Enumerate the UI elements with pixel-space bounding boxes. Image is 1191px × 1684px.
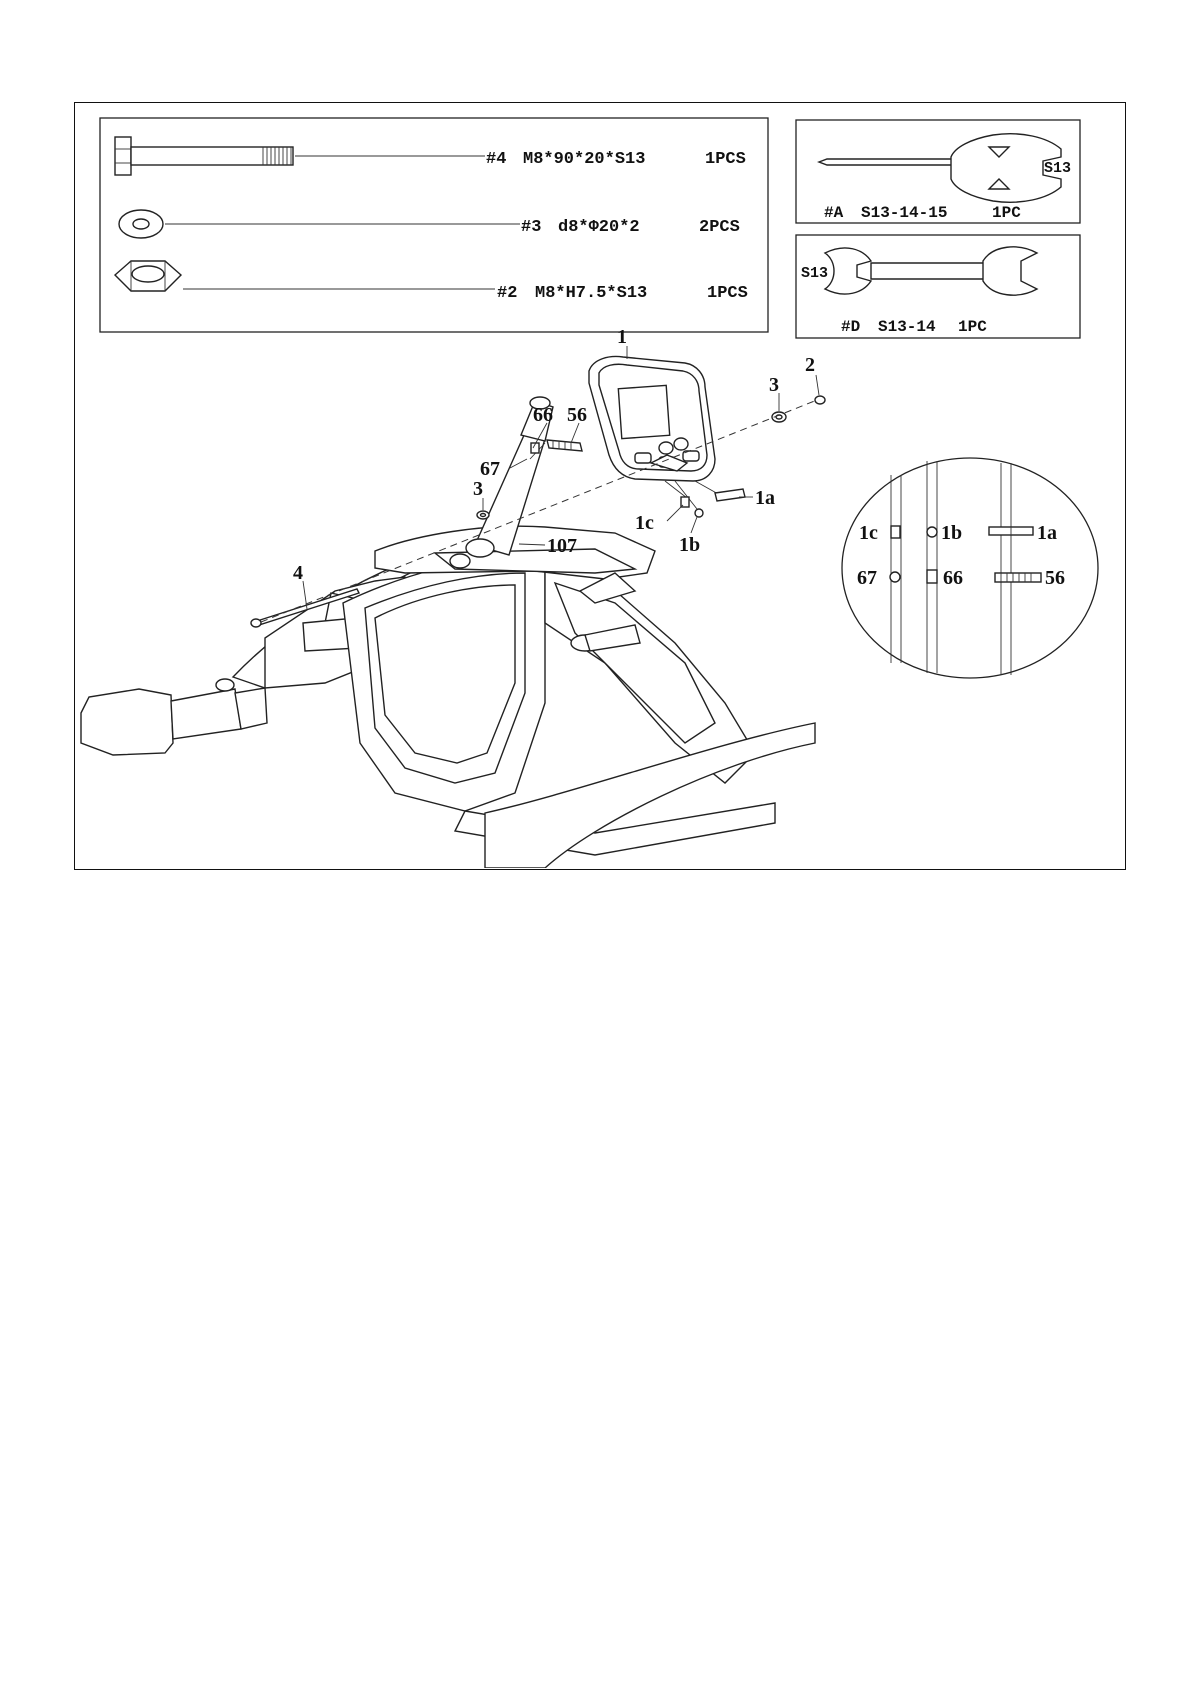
tool-d-mark: S13	[801, 265, 828, 282]
callout-56: 56	[567, 404, 587, 426]
tool-a-spec: S13-14-15	[861, 204, 947, 222]
detail-label-1c: 1c	[859, 522, 878, 544]
hex-bolt-icon	[115, 137, 293, 175]
assembly-diagram: #4 M8*90*20*S13 1PCS #3 d8*Φ20*2 2PCS #2…	[75, 103, 1124, 868]
tool-d-spec: S13-14	[878, 318, 936, 336]
console-monitor-1	[589, 357, 715, 481]
callout-1: 1	[617, 326, 627, 348]
callout-1c: 1c	[635, 512, 654, 534]
bolt-qty: 1PCS	[705, 150, 746, 169]
tool-d-qty: 1PC	[958, 318, 987, 336]
bolt-id: #4	[486, 150, 506, 169]
washer-id: #3	[521, 218, 541, 237]
washer-icon	[119, 210, 163, 238]
bolt-spec: M8*90*20*S13	[523, 150, 645, 169]
assembly-diagram-frame: #4 M8*90*20*S13 1PCS #3 d8*Φ20*2 2PCS #2…	[74, 102, 1126, 870]
callout-3-left: 3	[473, 478, 483, 500]
detail-label-1b: 1b	[941, 522, 962, 544]
multi-wrench-screwdriver-icon	[819, 134, 1061, 202]
tool-d-id: #D	[841, 318, 860, 336]
callout-1b: 1b	[679, 534, 700, 556]
detail-label-66: 66	[943, 567, 963, 589]
detail-label-67: 67	[857, 567, 877, 589]
tool-a-mark: S13	[1044, 160, 1071, 177]
callout-4: 4	[293, 562, 303, 584]
rower-frame	[81, 526, 815, 868]
detail-label-1a: 1a	[1037, 522, 1057, 544]
callout-1a: 1a	[755, 487, 775, 509]
nut-id: #2	[497, 284, 517, 303]
nut-part	[815, 396, 825, 404]
detail-label-56: 56	[1045, 567, 1065, 589]
callout-3-right: 3	[769, 374, 779, 396]
tool-a-id: #A	[824, 204, 844, 222]
nut-spec: M8*H7.5*S13	[535, 284, 647, 303]
washer-spec: d8*Φ20*2	[558, 218, 640, 237]
nut-qty: 1PCS	[707, 284, 748, 303]
callout-67: 67	[480, 458, 500, 480]
washer-qty: 2PCS	[699, 218, 740, 237]
callout-2: 2	[805, 354, 815, 376]
callout-107: 107	[547, 535, 577, 557]
tool-a-qty: 1PC	[992, 204, 1021, 222]
hex-nut-icon	[115, 261, 181, 291]
callout-66: 66	[533, 404, 553, 426]
open-end-wrench-icon	[825, 247, 1037, 295]
